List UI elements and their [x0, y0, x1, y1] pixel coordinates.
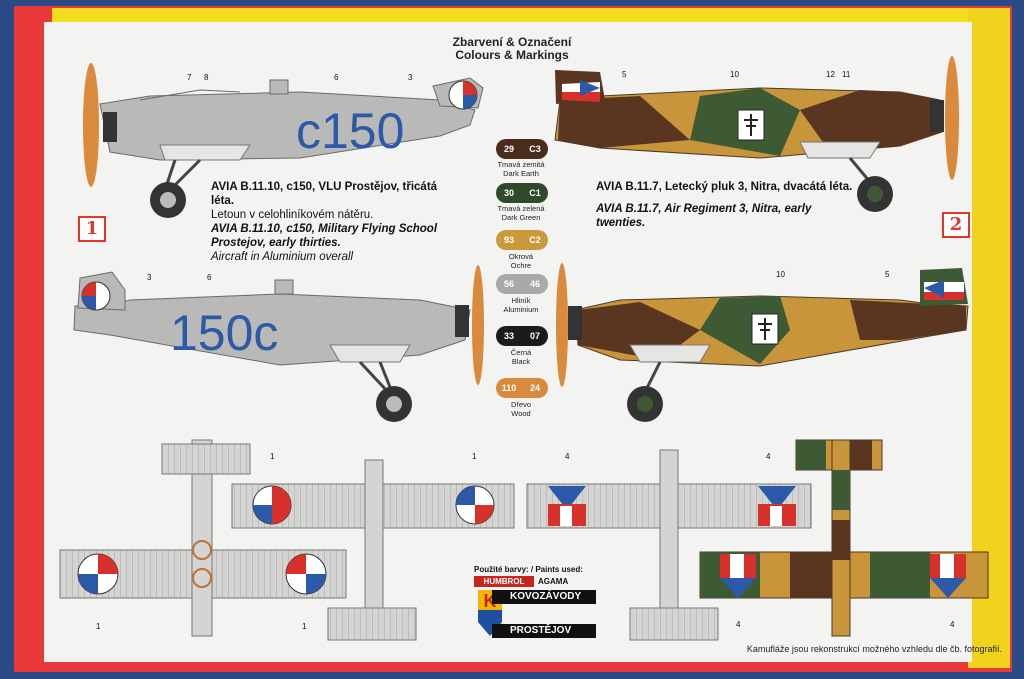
callout-1d: 1: [302, 622, 307, 631]
callout-11: 11: [842, 70, 851, 79]
aircraft2-caption: AVIA B.11.7, Letecký pluk 3, Nitra, dvac…: [596, 180, 896, 230]
title-english: Colours & Markings: [455, 48, 569, 62]
aircraft1-upper-planform: [231, 459, 515, 641]
aircraft2-caption-en-2: twenties.: [596, 217, 646, 229]
callout-1c: 1: [96, 622, 101, 631]
brand-kovozavody: KOVOZÁVODY: [492, 590, 596, 604]
callout-8: 8: [204, 73, 209, 82]
aircraft1-side-right-view: 150c: [73, 265, 484, 422]
callout-1b: 1: [472, 452, 477, 461]
callout-3b: 3: [147, 273, 152, 282]
aircraft1-caption-cz-2: léta.: [211, 195, 235, 207]
aircraft1-code-top: c150: [296, 103, 404, 159]
humbrol-logo: HUMBROL: [474, 576, 534, 587]
callout-7: 7: [187, 73, 192, 82]
aircraft2-caption-cz: AVIA B.11.7, Letecký pluk 3, Nitra, dvac…: [596, 181, 853, 193]
paints-used-label: Použité barvy: / Paints used:: [474, 565, 583, 574]
aircraft2-upper-planform: [699, 439, 989, 637]
aircraft2-lower-planform: [526, 449, 812, 641]
aircraft2-caption-en-1: AVIA B.11.7, Air Regiment 3, Nitra, earl…: [596, 203, 812, 215]
callout-6b: 6: [207, 273, 212, 282]
aircraft1-code-bottom: 150c: [170, 305, 278, 361]
callout-6: 6: [334, 73, 339, 82]
aircraft1-caption: AVIA B.11.10, c150, VLU Prostějov, třicá…: [211, 180, 471, 264]
callout-12: 12: [826, 70, 835, 79]
page-title: Zbarvení & Označení Colours & Markings: [0, 36, 1024, 62]
aircraft1-lower-planform: [59, 439, 347, 637]
callout-4b: 4: [766, 452, 771, 461]
brand-prostejov: PROSTĚJOV: [492, 624, 596, 638]
footer-note: Kamufláže jsou rekonstrukcí možného vzhl…: [746, 644, 1002, 654]
callout-5b: 5: [885, 270, 890, 279]
aircraft2-badge: 2: [942, 212, 970, 238]
aircraft1-caption-en-3: Aircraft in Aluminium overall: [211, 251, 354, 263]
callout-10: 10: [730, 70, 739, 79]
aircraft1-side-left-view: c150: [83, 63, 484, 218]
box-yellow-top: [52, 8, 970, 24]
callout-1a: 1: [270, 452, 275, 461]
callout-5: 5: [622, 70, 627, 79]
callout-3: 3: [408, 73, 413, 82]
callout-4a: 4: [565, 452, 570, 461]
callout-4d: 4: [950, 620, 955, 629]
title-czech: Zbarvení & Označení: [452, 35, 572, 49]
aircraft1-caption-cz-1: AVIA B.11.10, c150, VLU Prostějov, třicá…: [211, 181, 438, 193]
aircraft1-caption-en-2: Prostejov, early thirties.: [211, 237, 341, 249]
agama-logo: AGAMA: [538, 577, 569, 586]
aircraft2-side-left-view: [556, 263, 969, 422]
aircraft2-side-right-view: [554, 56, 959, 212]
aircraft1-caption-cz-3: Letoun v celohliníkovém nátěru.: [211, 209, 374, 221]
callout-4c: 4: [736, 620, 741, 629]
aircraft1-caption-en-1: AVIA B.11.10, c150, Military Flying Scho…: [211, 223, 438, 235]
aircraft1-badge: 1: [78, 216, 106, 242]
callout-10b: 10: [776, 270, 785, 279]
